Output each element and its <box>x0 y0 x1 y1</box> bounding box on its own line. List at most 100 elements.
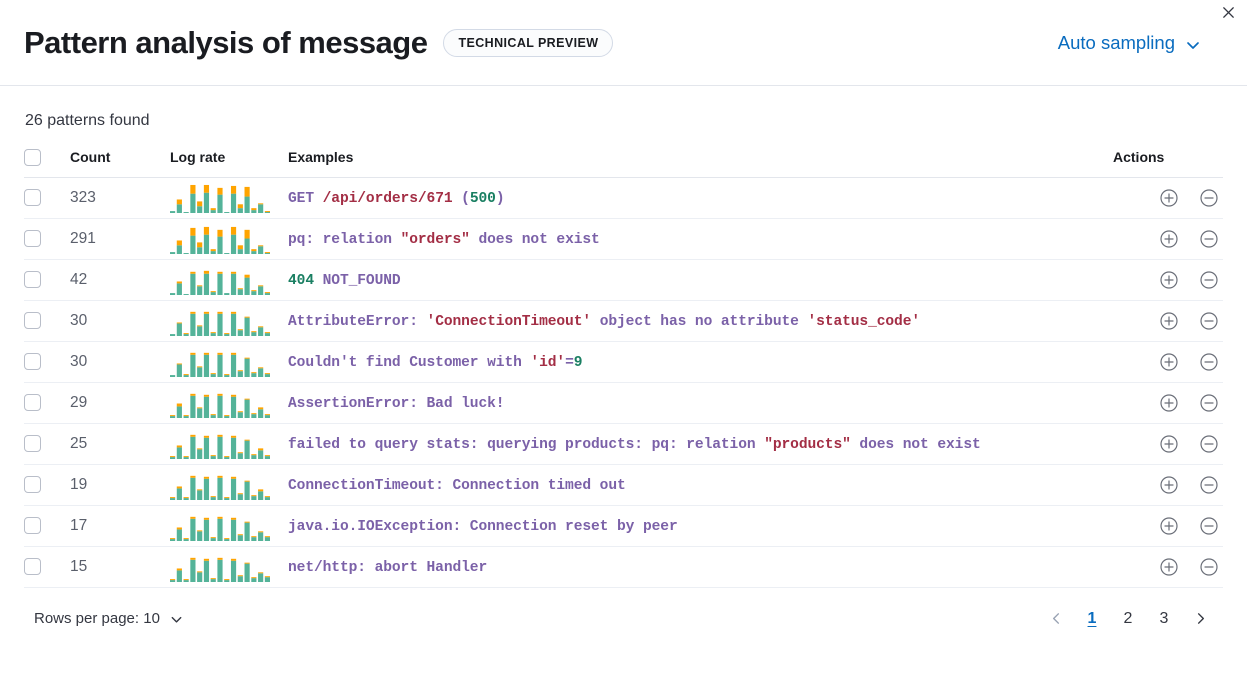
minus-in-circle-icon[interactable] <box>1199 557 1219 577</box>
row-select-cell <box>24 546 70 587</box>
plus-in-circle-icon[interactable] <box>1159 393 1179 413</box>
row-select-cell <box>24 464 70 505</box>
page-3-button[interactable]: 3 <box>1159 609 1169 627</box>
row-select-cell <box>24 300 70 341</box>
minus-in-circle-icon[interactable] <box>1199 516 1219 536</box>
row-example-cell: failed to query stats: querying products… <box>288 423 1113 464</box>
row-log-rate-cell <box>170 505 288 546</box>
chevron-left-icon[interactable] <box>1043 606 1069 632</box>
row-checkbox[interactable] <box>24 312 41 330</box>
row-count-cell: 17 <box>70 505 170 546</box>
column-header-examples: Examples <box>288 148 354 165</box>
row-actions-cell <box>1113 505 1223 546</box>
select-all-checkbox[interactable] <box>24 148 41 166</box>
plus-in-circle-icon[interactable] <box>1159 434 1179 454</box>
row-example-cell: pq: relation "orders" does not exist <box>288 218 1113 259</box>
auto-sampling-button[interactable]: Auto sampling <box>1058 32 1199 54</box>
table-row[interactable]: 30 AttributeError: 'ConnectionTimeout' o… <box>24 300 1223 342</box>
minus-in-circle-icon[interactable] <box>1199 311 1219 331</box>
log-rate-sparkline <box>170 388 288 418</box>
page-1-button[interactable]: 1 <box>1087 609 1097 627</box>
row-log-rate-cell <box>170 341 288 382</box>
row-example-cell: GET /api/orders/671 (500) <box>288 177 1113 218</box>
example-token: failed to query stats: querying products… <box>288 436 765 453</box>
log-rate-sparkline <box>170 224 288 254</box>
plus-in-circle-icon[interactable] <box>1159 557 1179 577</box>
plus-in-circle-icon[interactable] <box>1159 188 1179 208</box>
row-log-rate-cell <box>170 218 288 259</box>
example-token: java.io.IOException: Connection reset by… <box>288 518 678 535</box>
example-token: AssertionError: Bad luck! <box>288 395 505 412</box>
example-token: 'status_code' <box>807 313 921 330</box>
minus-in-circle-icon[interactable] <box>1199 188 1219 208</box>
table-row[interactable]: 323 GET /api/orders/671 (500) <box>24 177 1223 219</box>
row-select-cell <box>24 177 70 218</box>
minus-in-circle-icon[interactable] <box>1199 475 1219 495</box>
example-token: 500 <box>469 190 496 207</box>
patterns-found-label: 26 patterns found <box>25 112 150 129</box>
count-value: 15 <box>70 557 88 575</box>
row-checkbox[interactable] <box>24 558 41 576</box>
table-row[interactable]: 29 AssertionError: Bad luck! <box>24 382 1223 424</box>
row-count-cell: 291 <box>70 218 170 259</box>
chevron-right-icon[interactable] <box>1187 606 1213 632</box>
row-checkbox[interactable] <box>24 394 41 412</box>
page-2-button[interactable]: 2 <box>1123 609 1133 627</box>
row-actions-cell <box>1113 218 1223 259</box>
example-token: ( <box>452 190 470 207</box>
minus-in-circle-icon[interactable] <box>1199 434 1219 454</box>
example-text: Couldn't find Customer with 'id'=9 <box>288 354 583 371</box>
count-value: 29 <box>70 393 88 411</box>
count-value: 19 <box>70 475 88 493</box>
plus-in-circle-icon[interactable] <box>1159 516 1179 536</box>
plus-in-circle-icon[interactable] <box>1159 229 1179 249</box>
table-row[interactable]: 25 failed to query stats: querying produ… <box>24 423 1223 465</box>
table-row[interactable]: 291 pq: relation "orders" does not exist <box>24 218 1223 260</box>
close-button[interactable] <box>1215 2 1241 28</box>
minus-in-circle-icon[interactable] <box>1199 393 1219 413</box>
row-actions-cell <box>1113 300 1223 341</box>
rows-per-page-button[interactable]: Rows per page: 10 <box>34 610 183 627</box>
plus-in-circle-icon[interactable] <box>1159 475 1179 495</box>
example-token: = <box>565 354 574 371</box>
table-row[interactable]: 15 net/http: abort Handler <box>24 546 1223 588</box>
row-log-rate-cell <box>170 464 288 505</box>
row-select-cell <box>24 218 70 259</box>
plus-in-circle-icon[interactable] <box>1159 352 1179 372</box>
table-row[interactable]: 30 Couldn't find Customer with 'id'=9 <box>24 341 1223 383</box>
example-token: 'id' <box>530 354 566 371</box>
example-token: 9 <box>573 354 583 371</box>
log-rate-sparkline <box>170 265 288 295</box>
row-checkbox[interactable] <box>24 517 41 535</box>
row-checkbox[interactable] <box>24 189 41 207</box>
minus-in-circle-icon[interactable] <box>1199 229 1219 249</box>
table-row[interactable]: 19 ConnectionTimeout: Connection timed o… <box>24 464 1223 506</box>
row-checkbox[interactable] <box>24 230 41 248</box>
minus-in-circle-icon[interactable] <box>1199 270 1219 290</box>
table-row[interactable]: 17 java.io.IOException: Connection reset… <box>24 505 1223 547</box>
row-select-cell <box>24 341 70 382</box>
patterns-table: Count Log rate Examples Actions 323 GET … <box>24 148 1223 588</box>
example-text: java.io.IOException: Connection reset by… <box>288 519 678 535</box>
row-actions-cell <box>1113 546 1223 587</box>
row-example-cell: AssertionError: Bad luck! <box>288 382 1113 423</box>
row-select-cell <box>24 505 70 546</box>
plus-in-circle-icon[interactable] <box>1159 311 1179 331</box>
row-select-cell <box>24 259 70 300</box>
example-token: 404 <box>288 272 314 289</box>
technical-preview-badge: TECHNICAL PREVIEW <box>443 28 614 57</box>
row-checkbox[interactable] <box>24 476 41 494</box>
row-checkbox[interactable] <box>24 435 41 453</box>
example-token: "orders" <box>400 231 470 248</box>
row-checkbox[interactable] <box>24 353 41 371</box>
row-log-rate-cell <box>170 177 288 218</box>
table-row[interactable]: 42 404 NOT_FOUND <box>24 259 1223 301</box>
row-example-cell: ConnectionTimeout: Connection timed out <box>288 464 1113 505</box>
row-checkbox[interactable] <box>24 271 41 289</box>
example-token: ConnectionTimeout: Connection timed out <box>288 477 626 494</box>
count-value: 25 <box>70 434 88 452</box>
example-text: 404 NOT_FOUND <box>288 273 401 289</box>
plus-in-circle-icon[interactable] <box>1159 270 1179 290</box>
count-value: 291 <box>70 229 96 247</box>
minus-in-circle-icon[interactable] <box>1199 352 1219 372</box>
